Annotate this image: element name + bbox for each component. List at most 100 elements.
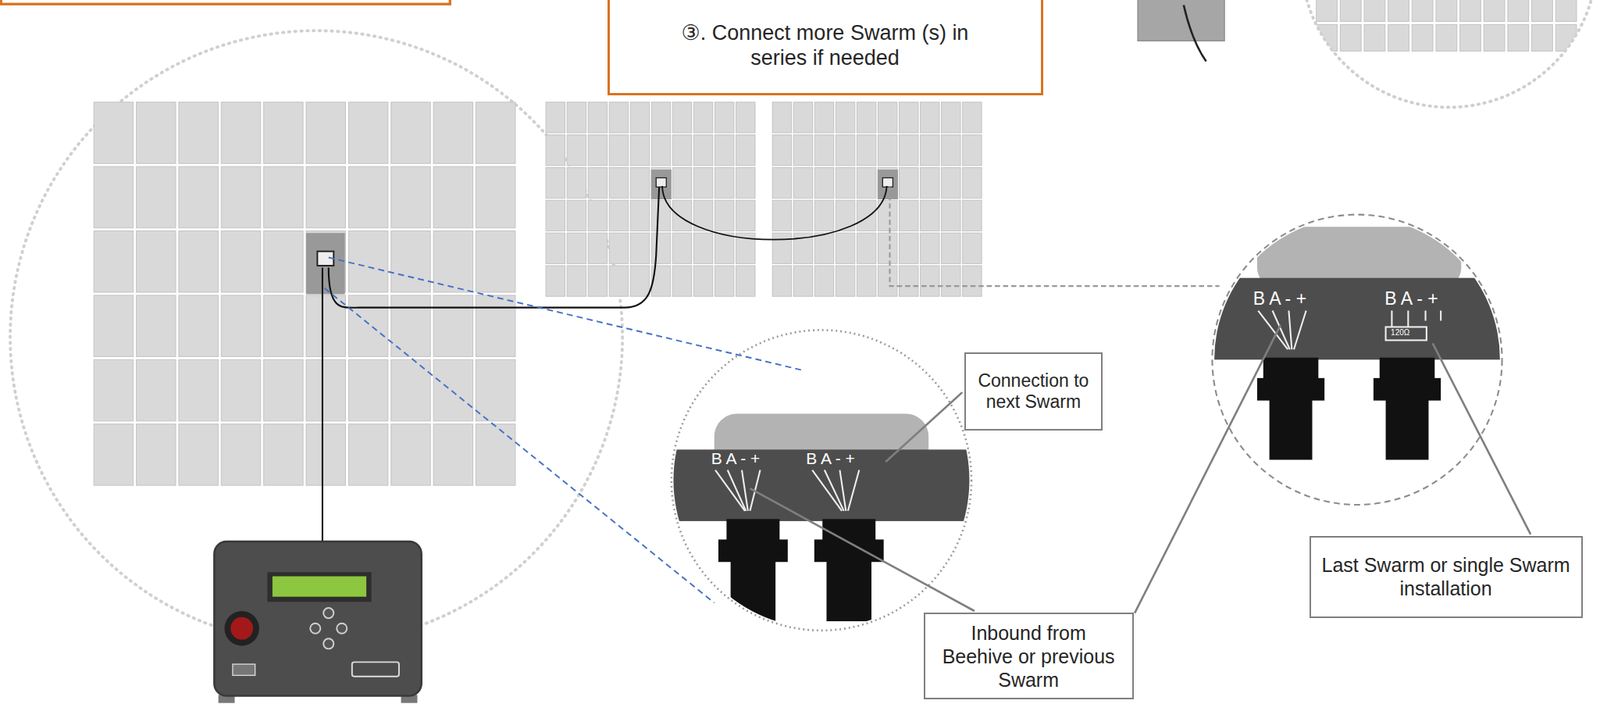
panel-cell xyxy=(715,232,735,264)
panel-cell xyxy=(1460,0,1482,22)
panel-cell xyxy=(672,135,692,166)
panel-cell xyxy=(263,295,303,357)
panel-cell xyxy=(566,199,586,231)
panel-cell xyxy=(630,102,649,133)
panel-cell xyxy=(220,231,261,293)
panel-cell xyxy=(136,166,176,228)
panel-cell xyxy=(899,232,919,264)
panel-cell xyxy=(1555,24,1577,51)
solar-panels xyxy=(93,102,982,485)
panel-cell xyxy=(962,167,982,198)
panel-cell xyxy=(306,359,346,421)
panel-cell xyxy=(899,265,919,296)
panel-cell xyxy=(545,265,565,296)
panel-cell xyxy=(672,232,692,264)
panel-cell xyxy=(178,359,218,421)
panel-cell xyxy=(609,102,628,133)
callout-text: Inbound from Beehive or previous Swarm xyxy=(934,620,1123,692)
panel-cell xyxy=(475,102,515,164)
panel-cell xyxy=(814,232,834,264)
panel-cell xyxy=(609,232,628,264)
panel-cell xyxy=(899,167,919,198)
panel-cell xyxy=(545,199,565,231)
panel-cell xyxy=(475,231,515,293)
panel-cell xyxy=(835,232,855,264)
panel-cell xyxy=(941,167,961,198)
panel-cell xyxy=(433,166,473,228)
panel-cell xyxy=(715,199,735,231)
panel-cell xyxy=(877,265,897,296)
panel-cell xyxy=(793,167,813,198)
panel-cell xyxy=(856,102,876,133)
panel-cell xyxy=(630,135,649,166)
panel-cell xyxy=(566,167,586,198)
beehive-controller xyxy=(213,541,421,703)
cable xyxy=(662,185,887,240)
panel-cell xyxy=(545,232,565,264)
panel-cell xyxy=(609,199,628,231)
panel-cell xyxy=(899,102,919,133)
panel-cell xyxy=(877,232,897,264)
callout-text: Connection to next Swarm xyxy=(975,370,1092,414)
panel-cell xyxy=(672,102,692,133)
blue-leader xyxy=(328,257,802,371)
panel-cell xyxy=(693,265,713,296)
panel-cell xyxy=(962,135,982,166)
swarm-box xyxy=(877,169,898,200)
panel-cell xyxy=(178,424,218,485)
cable xyxy=(1183,5,1207,62)
swarm-box xyxy=(306,232,346,294)
panel-cell xyxy=(941,232,961,264)
panel-cell xyxy=(609,265,628,296)
panel-cell xyxy=(348,295,388,357)
panel-cell xyxy=(1388,24,1410,51)
panel-cell xyxy=(136,102,176,164)
panel-cell xyxy=(220,295,261,357)
panel-cell xyxy=(566,102,586,133)
panel-cell xyxy=(651,232,670,264)
panel-cell xyxy=(651,102,670,133)
panel-cell xyxy=(941,102,961,133)
panel-cell xyxy=(93,359,133,421)
panel-cell xyxy=(348,166,388,228)
panel-cell xyxy=(1532,24,1554,51)
panel-cell xyxy=(772,167,792,198)
panel-cell xyxy=(178,295,218,357)
panel-cell xyxy=(835,199,855,231)
panel-cell xyxy=(877,102,897,133)
panel-cell xyxy=(178,231,218,293)
step-box-edge xyxy=(0,0,450,4)
panel-cell xyxy=(1436,0,1458,22)
panel-cell xyxy=(772,135,792,166)
panel-cell xyxy=(1483,24,1505,51)
panel-cell xyxy=(1483,0,1505,22)
panel-cell xyxy=(1507,0,1529,22)
terminal-labels: B A - + xyxy=(1253,289,1307,308)
panel-cell xyxy=(736,135,756,166)
panel-cell xyxy=(835,102,855,133)
panel-cell xyxy=(1388,0,1410,22)
panel-cell xyxy=(736,102,756,133)
panel-cell xyxy=(136,424,176,485)
dashed-leader xyxy=(889,186,1219,286)
terminal-zoom xyxy=(668,413,975,621)
panel-cell xyxy=(793,102,813,133)
panel-cell xyxy=(941,265,961,296)
panel-cell xyxy=(962,232,982,264)
panel-cell xyxy=(306,102,346,164)
panel-cell xyxy=(920,135,940,166)
panel-cell xyxy=(609,135,628,166)
panel-cell xyxy=(899,135,919,166)
panel-cell xyxy=(1507,24,1529,51)
panel-cell xyxy=(391,166,431,228)
panel-cell xyxy=(391,231,431,293)
panel-cell xyxy=(348,231,388,293)
panel-cell xyxy=(856,199,876,231)
panel-cell xyxy=(93,231,133,293)
panel-cell xyxy=(772,232,792,264)
panel-cell xyxy=(475,166,515,228)
panel-cell xyxy=(920,232,940,264)
panel-cell xyxy=(962,199,982,231)
panel-cell xyxy=(920,265,940,296)
panel-cell xyxy=(856,135,876,166)
